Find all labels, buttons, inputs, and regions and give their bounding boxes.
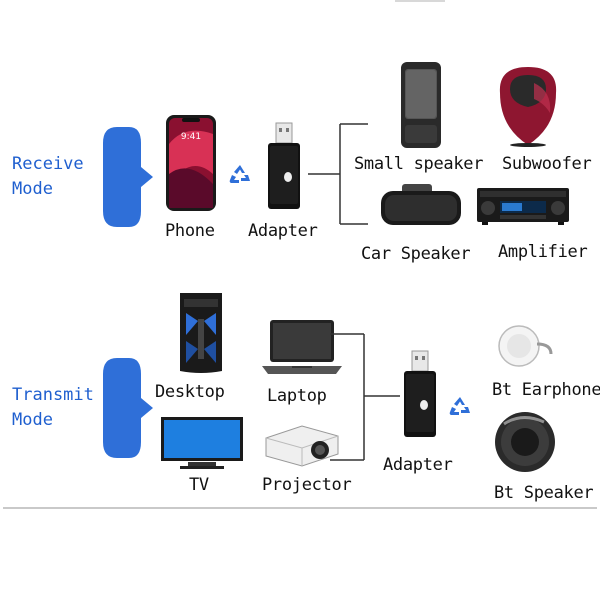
output-label-amplifier: Amplifier <box>498 242 588 262</box>
transmit-arrow-icon <box>103 358 153 458</box>
source-label-tv: TV <box>189 475 209 495</box>
car-speaker-image <box>381 184 461 225</box>
source-label-projector: Projector <box>262 475 352 495</box>
usb-adapter-image <box>268 122 300 209</box>
amplifier-image <box>477 188 569 225</box>
bt-speaker-image <box>495 412 555 472</box>
phone-label: Phone <box>165 221 215 241</box>
output-label-bt-speaker: Bt Speaker <box>494 483 594 503</box>
transmit-mode-line2: Mode <box>12 410 53 430</box>
transmit-connector-bracket <box>330 333 400 461</box>
bt-earphone-image <box>498 325 553 367</box>
laptop-image <box>262 320 342 374</box>
receive-mode-label: Receive Mode <box>12 152 84 202</box>
phone-time: 9:41 <box>181 132 201 142</box>
receive-adapter-label: Adapter <box>248 221 318 241</box>
projector-image <box>265 425 339 467</box>
transmit-adapter-label: Adapter <box>383 455 453 475</box>
usb-adapter-transmit-image <box>404 350 436 437</box>
subwoofer-image <box>499 67 557 147</box>
transmit-mode-label: Transmit Mode <box>12 383 94 433</box>
receive-connector-bracket <box>308 123 368 225</box>
phone-image: 9:41 <box>166 115 216 211</box>
bottom-divider <box>3 507 597 509</box>
output-label-car-speaker: Car Speaker <box>361 244 471 264</box>
output-label-subwoofer: Subwoofer <box>502 154 592 174</box>
tv-image <box>161 417 243 469</box>
top-divider <box>395 0 445 2</box>
output-label-small-speaker: Small speaker <box>354 154 484 174</box>
output-label-bt-earphone: Bt Earphone <box>492 380 600 400</box>
recycle-transmit-icon <box>449 397 470 415</box>
receive-arrow-icon <box>103 127 153 227</box>
recycle-icon <box>229 165 250 183</box>
receive-mode-line1: Receive <box>12 154 84 174</box>
small-speaker-image <box>401 62 441 148</box>
source-label-desktop: Desktop <box>155 382 225 402</box>
desktop-image <box>180 293 222 373</box>
receive-mode-line2: Mode <box>12 179 53 199</box>
transmit-mode-line1: Transmit <box>12 385 94 405</box>
source-label-laptop: Laptop <box>267 386 327 406</box>
